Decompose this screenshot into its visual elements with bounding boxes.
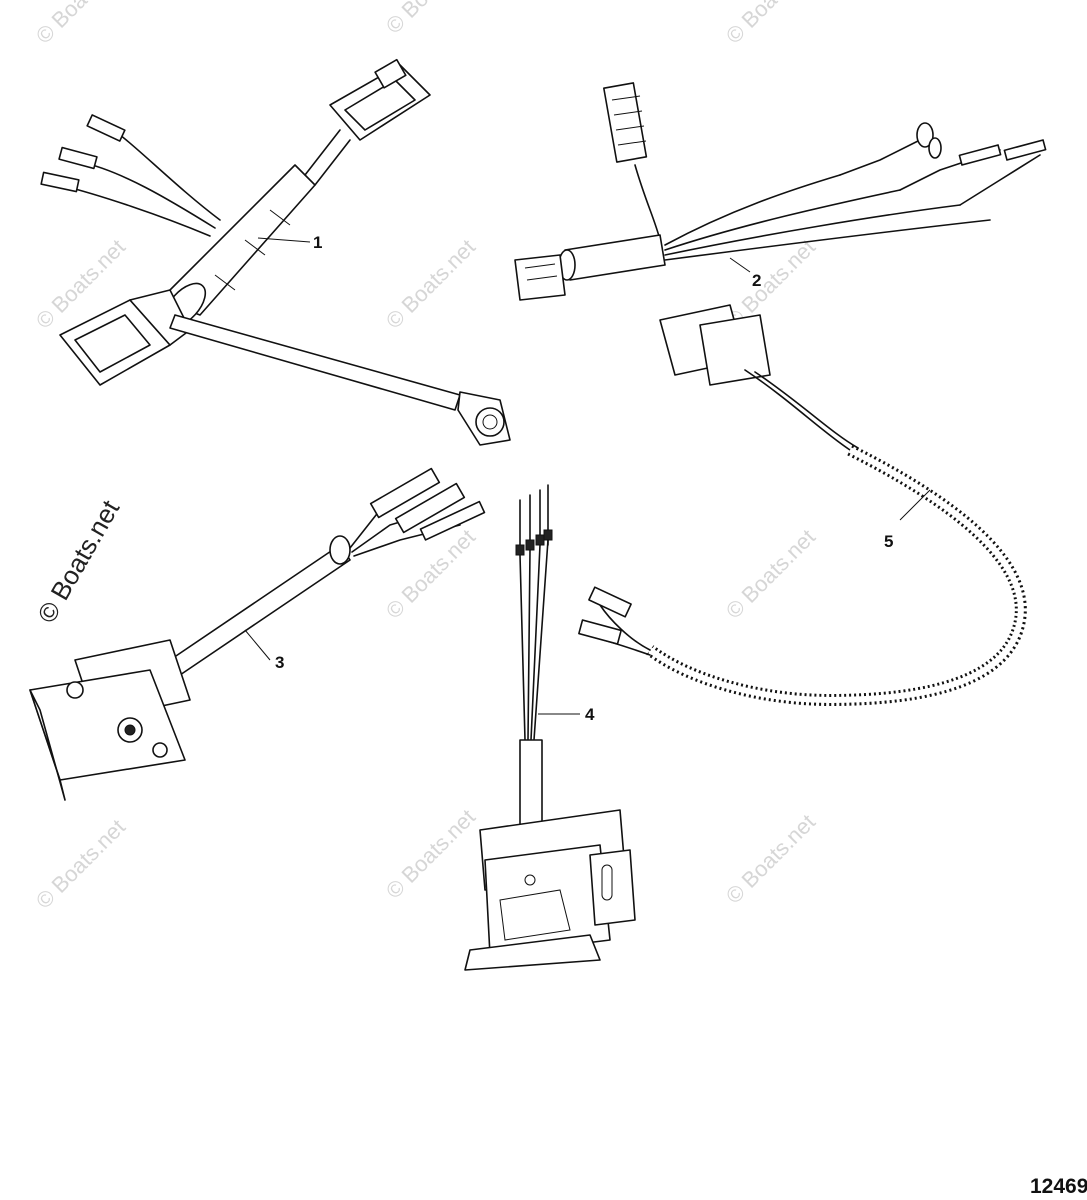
watermark: © Boats.net — [381, 0, 480, 39]
watermark: © Boats.net — [721, 0, 820, 49]
figure-number: 12469 — [1030, 1175, 1087, 1198]
part-4-switch — [464, 484, 636, 971]
watermark: © Boats.net — [381, 804, 480, 903]
leader-lines — [244, 237, 931, 715]
watermark: © Boats.net — [31, 0, 130, 49]
callout-2: 2 — [752, 271, 761, 290]
watermark-layer: © Boats.net © Boats.net © Boats.net © Bo… — [31, 0, 820, 914]
callout-4: 4 — [585, 705, 595, 724]
leader-line-1 — [257, 237, 311, 243]
part-2-harness — [514, 82, 1047, 301]
leader-line-5 — [899, 489, 931, 521]
leader-line-3 — [244, 629, 271, 661]
watermark: © Boats.net — [721, 524, 820, 623]
part-1-wiring-harness — [40, 58, 511, 446]
callout-3: 3 — [275, 653, 284, 672]
watermark: © Boats.net — [381, 524, 480, 623]
watermark: © Boats.net — [381, 234, 480, 333]
watermark-main: © Boats.net — [31, 494, 125, 628]
watermark: © Boats.net — [721, 809, 820, 908]
part-3-sensor — [29, 467, 486, 801]
callout-5: 5 — [884, 532, 893, 551]
leader-line-2 — [729, 257, 751, 273]
callout-1: 1 — [313, 233, 322, 252]
part-5-coiled-harness — [578, 304, 1027, 707]
watermark: © Boats.net — [31, 814, 130, 913]
